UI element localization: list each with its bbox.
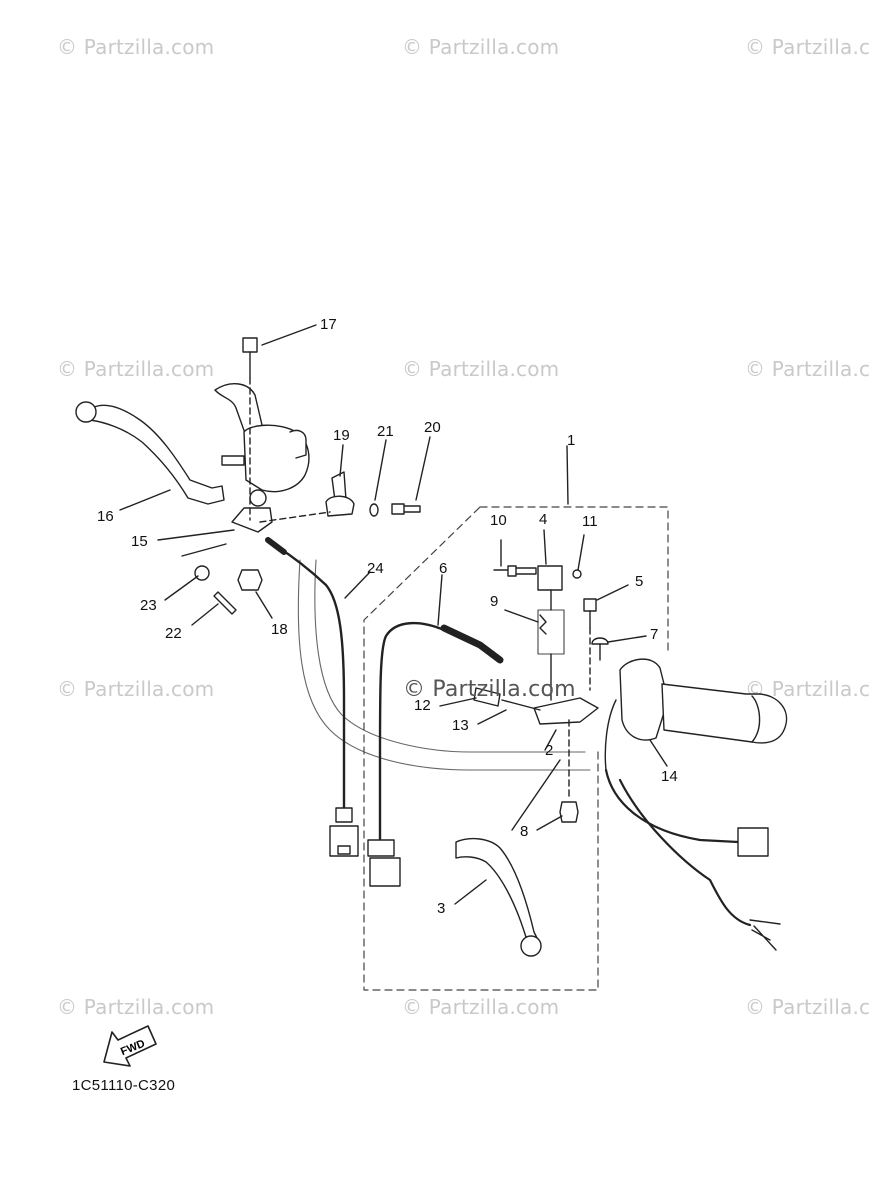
callout-10: 10 [490,512,507,529]
watermark-center: © Partzilla.com [403,677,576,702]
callout-21: 21 [377,423,394,440]
callout-20: 20 [424,419,441,436]
callout-23: 23 [140,597,157,614]
watermark: © Partzilla.com [57,357,215,381]
callout-17: 17 [320,316,337,333]
watermark: © Partzilla.com [57,677,215,701]
watermark: © Partzilla.com [745,357,869,381]
callout-8: 8 [520,823,529,840]
callout-14: 14 [661,768,678,785]
callout-16: 16 [97,508,114,525]
callout-19: 19 [333,427,350,444]
watermark: © Partzilla.com [402,35,560,59]
watermark: © Partzilla.com [745,995,869,1019]
callout-11: 11 [582,513,598,530]
callout-2: 2 [545,742,554,759]
watermark: © Partzilla.com [57,35,215,59]
callout-12: 12 [414,697,431,714]
callout-9: 9 [490,593,499,610]
watermark: © Partzilla.com [745,35,869,59]
callout-6-label-7: 7 [650,626,659,643]
callout-13: 13 [452,717,469,734]
callout-1: 1 [567,432,576,449]
callout-3: 3 [437,900,446,917]
watermark: © Partzilla.com [402,357,560,381]
callout-18: 18 [271,621,288,638]
callout-22: 22 [165,625,182,642]
watermark: © Partzilla.com [402,995,560,1019]
callout-24: 24 [367,560,384,577]
watermark: © Partzilla.com [57,995,215,1019]
callout-4: 4 [539,511,548,528]
callout-6: 6 [439,560,448,577]
callout-15: 15 [131,533,148,550]
callout-5: 5 [635,573,644,590]
diagram-code: 1C51110-C320 [72,1077,176,1094]
